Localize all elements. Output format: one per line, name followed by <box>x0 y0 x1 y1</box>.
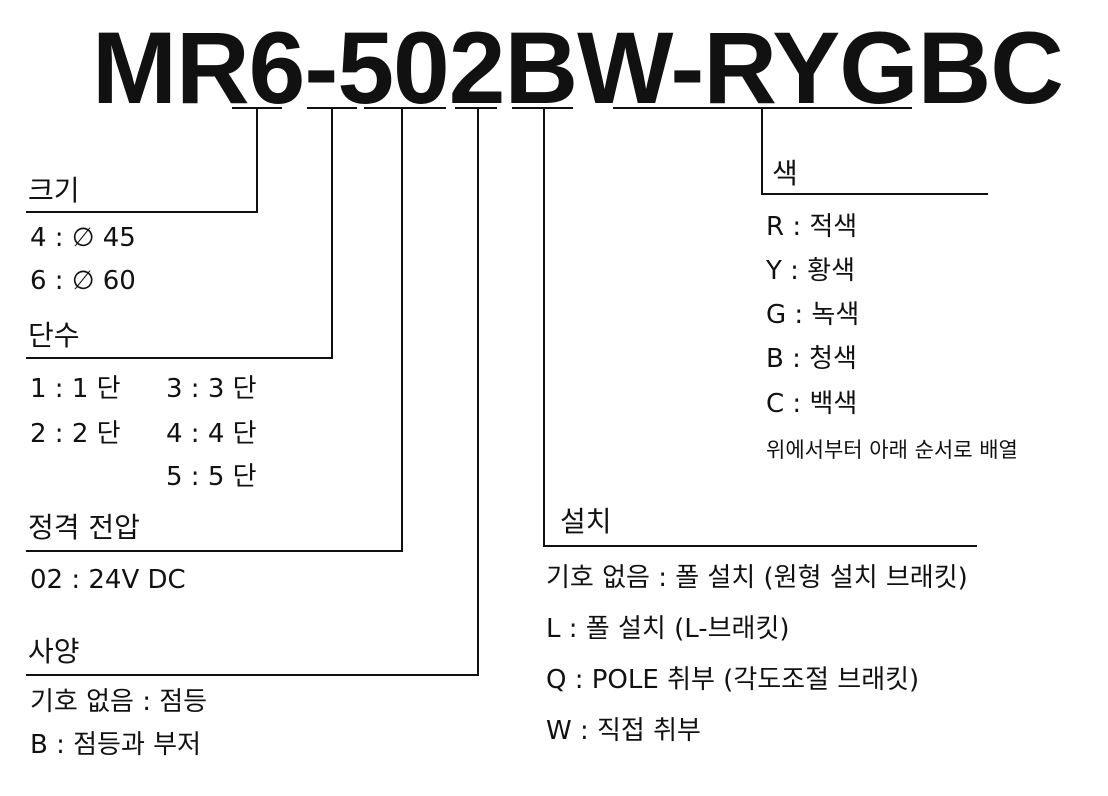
color-item-c: C : 백색 <box>766 389 858 419</box>
model-code: MR6-502BW-RYGBC <box>92 11 1064 125</box>
leader-color <box>761 108 988 195</box>
spec-item-none: 기호 없음 : 점등 <box>30 687 208 717</box>
color-order-note: 위에서부터 아래 순서로 배열 <box>766 438 1018 462</box>
leader-spec <box>26 108 479 676</box>
leader-voltage <box>26 108 403 552</box>
tiers-title: 단수 <box>28 319 80 352</box>
tiers-item-3: 3 : 3 단 <box>166 374 257 404</box>
size-title: 크기 <box>28 174 80 207</box>
size-item-6: 6 : ∅ 60 <box>30 266 136 296</box>
voltage-item-02: 02 : 24V DC <box>30 565 186 595</box>
color-title: 색 <box>772 157 798 190</box>
tiers-item-2: 2 : 2 단 <box>30 419 121 449</box>
leader-size <box>26 108 258 213</box>
install-title: 설치 <box>560 505 612 538</box>
install-item-q: Q : POLE 취부 (각도조절 브래킷) <box>546 665 920 695</box>
leader-install <box>543 108 977 547</box>
tiers-item-4: 4 : 4 단 <box>166 419 257 449</box>
spec-title: 사양 <box>28 635 80 668</box>
color-item-g: G : 녹색 <box>766 300 860 330</box>
install-item-l: L : 폴 설치 (L-브래킷) <box>546 614 790 644</box>
tiers-item-5: 5 : 5 단 <box>166 462 257 492</box>
tiers-item-1: 1 : 1 단 <box>30 374 121 404</box>
size-item-4: 4 : ∅ 45 <box>30 223 136 253</box>
spec-item-b: B : 점등과 부저 <box>30 730 201 760</box>
color-item-r: R : 적색 <box>766 212 858 242</box>
install-item-none: 기호 없음 : 폴 설치 (원형 설치 브래킷) <box>546 563 968 593</box>
color-item-b: B : 청색 <box>766 344 857 374</box>
color-item-y: Y : 황색 <box>766 256 856 286</box>
install-item-w: W : 직접 취부 <box>546 716 701 746</box>
leader-tiers <box>26 108 333 359</box>
voltage-title: 정격 전압 <box>28 511 140 544</box>
